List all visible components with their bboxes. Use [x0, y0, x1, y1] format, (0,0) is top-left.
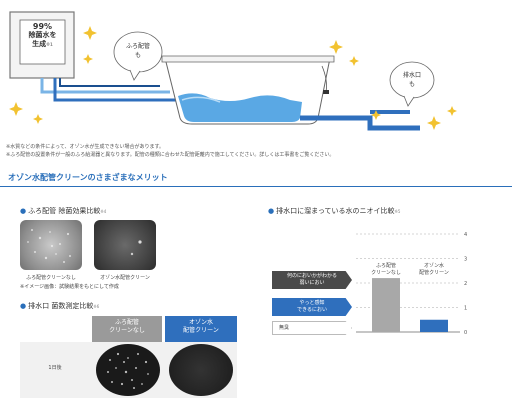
machine-label: 99% 除菌水を 生成※1	[20, 22, 65, 49]
dish-ozone-clean	[94, 220, 156, 270]
odor-level-faint-1: やっと感知	[299, 300, 325, 306]
odor-level-weak: 何のにおいかがわかる 弱いにおい	[272, 271, 352, 289]
bubble-drain-label: 排水口 も	[390, 71, 434, 89]
drain-col2-line1: オゾン水	[188, 319, 213, 326]
bath-caption: ※イメージ画像：試験結果をもとにして作成	[20, 284, 119, 290]
bubble-pipe-label: ふろ配管 も	[114, 42, 162, 60]
drain-col1-line2: クリーンなし	[109, 327, 145, 334]
odor-level-faint-2: できるにおい	[297, 307, 327, 313]
dish-no-clean	[20, 220, 82, 270]
drain-col-no-clean: ふろ配管 クリーンなし	[92, 316, 162, 342]
y-tick-label: 1	[464, 306, 467, 312]
drain-col2-line2: 配管クリーン	[183, 327, 219, 334]
bath-compare-title: ●ふろ配管 除菌効果比較※4	[20, 206, 106, 216]
y-tick-label: 3	[464, 257, 467, 263]
odor-title: ●排水口に溜まっている水のニオイ比較※5	[268, 206, 400, 216]
odor-level-none: 無臭	[272, 321, 352, 335]
drain-test-title: ●排水口 菌数測定比較※6	[20, 301, 99, 311]
odor-mark: ※5	[394, 209, 401, 214]
bath-label-left: ふろ配管クリーンなし	[26, 275, 76, 281]
pipe-lines	[40, 78, 170, 94]
bath-label-right: オゾン水配管クリーン	[100, 275, 150, 281]
drain-col1-line1: ふろ配管	[114, 319, 139, 326]
bubble-drain-text-1: 排水口	[402, 72, 421, 79]
section-divider	[0, 186, 512, 187]
odor-cat-0-line2: クリーンなし	[371, 270, 401, 276]
bullet-icon: ●	[268, 207, 275, 215]
section-header: オゾン水配管クリーンのさまざまなメリット	[8, 173, 168, 182]
bullet-icon: ●	[20, 302, 27, 310]
bath-compare-mark: ※4	[100, 209, 107, 214]
bar-1	[420, 319, 448, 332]
odor-level-weak-2: 弱いにおい	[299, 280, 325, 286]
note-1: ※水質などの条件によって、オゾン水が生成できない場合があります。	[6, 144, 165, 150]
odor-title-text: 排水口に溜まっている水のニオイ比較	[276, 207, 395, 215]
machine-percent: 99%	[32, 22, 53, 31]
bar-0	[372, 278, 400, 332]
odor-cat-0-line1: ふろ配管	[375, 263, 396, 269]
drain-dish-no-clean	[96, 344, 160, 396]
drain-dish-ozone	[169, 344, 233, 396]
drain-row-label: 1日後	[48, 365, 62, 371]
sparkle-icons	[9, 26, 457, 130]
drain-col-ozone: オゾン水 配管クリーン	[165, 316, 237, 342]
drain-test-title-text: 排水口 菌数測定比較	[28, 302, 94, 310]
bullet-icon: ●	[20, 207, 27, 215]
machine-text-1: 除菌水を	[28, 31, 57, 39]
note-2: ※ふろ配管の設置条件が一般のふろ給湯器と異なります。配管の種類に合わせた配管距離…	[6, 152, 335, 158]
y-tick-label: 4	[464, 232, 467, 238]
odor-cat-1-line1: オゾン水	[423, 263, 444, 269]
y-tick-label: 0	[464, 330, 467, 336]
odor-cat-1-line2: 配管クリーン	[419, 270, 449, 276]
machine-text-2: 生成	[32, 40, 47, 48]
bubble-pipe-text-1: ふろ配管	[125, 43, 150, 50]
odor-cat-1: オゾン水 配管クリーン	[410, 263, 458, 277]
machine-mark: ※1	[46, 42, 53, 47]
odor-cat-0: ふろ配管 クリーンなし	[362, 263, 410, 277]
y-tick-label: 2	[464, 281, 467, 287]
odor-level-weak-1: 何のにおいかがわかる	[286, 273, 337, 279]
bath-compare-title-text: ふろ配管 除菌効果比較	[28, 207, 101, 215]
drain-test-mark: ※6	[93, 304, 100, 309]
bubble-drain-text-2: も	[408, 81, 415, 88]
odor-level-faint: やっと感知 できるにおい	[272, 298, 352, 316]
bubble-pipe-text-2: も	[134, 52, 141, 59]
bath-illustration	[9, 11, 457, 131]
bath-water	[178, 93, 302, 122]
drain-pipe	[300, 115, 420, 131]
odor-level-none-1: 無臭	[279, 325, 290, 331]
odor-chart: 0 1 2 3 4	[356, 232, 467, 336]
